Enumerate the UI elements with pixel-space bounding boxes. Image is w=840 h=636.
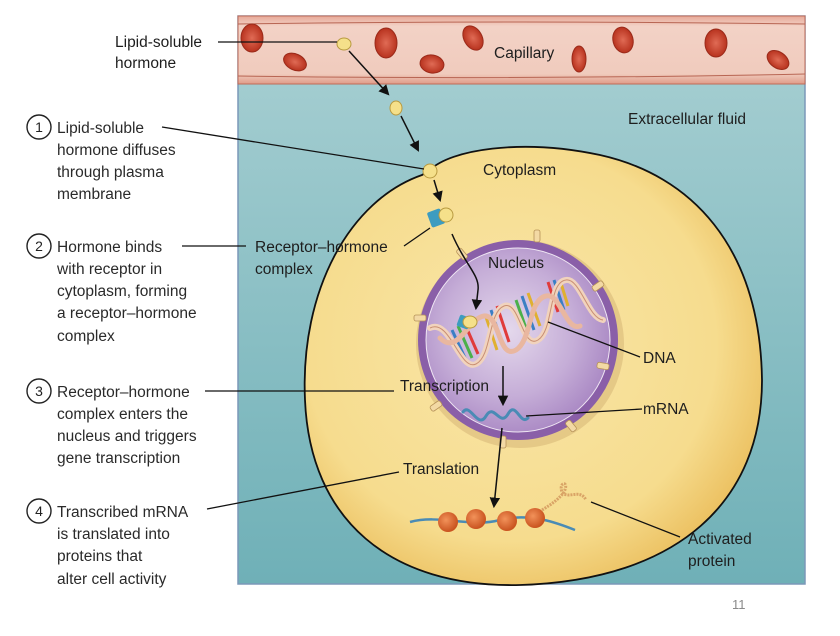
nuclear-pore: [429, 400, 443, 412]
leader-line: [525, 408, 643, 417]
label-translation: Translation: [403, 461, 479, 478]
svg-text:Hormone binds: Hormone binds: [57, 239, 162, 256]
svg-text:Receptor–hormone: Receptor–hormone: [255, 239, 388, 256]
step-number-badge: [26, 378, 52, 404]
dna-strand-edge: [429, 279, 604, 366]
svg-text:membrane: membrane: [57, 186, 131, 203]
label-dna: DNA: [547, 321, 676, 367]
leader-line: [590, 501, 681, 538]
svg-text:4: 4: [35, 503, 43, 519]
red-blood-cell: [462, 25, 484, 51]
svg-text:Translation: Translation: [403, 461, 479, 478]
ribosome: [466, 509, 486, 529]
nucleus: Nucleus: [413, 229, 624, 449]
nuclear-entry-arrow: [451, 233, 483, 311]
step-number-badge: [26, 114, 52, 140]
svg-text:through plasma: through plasma: [57, 164, 164, 181]
svg-text:nucleus and triggers: nucleus and triggers: [57, 428, 197, 445]
svg-text:alter cell activity: alter cell activity: [57, 571, 167, 588]
red-blood-cells: [240, 23, 790, 74]
dna-helix: [427, 277, 606, 368]
svg-text:Receptor–hormone: Receptor–hormone: [57, 384, 190, 401]
svg-text:a receptor–hormone: a receptor–hormone: [57, 305, 197, 322]
hormone-molecule: [389, 100, 403, 116]
leader-line: [403, 227, 431, 247]
base-pair: [456, 325, 474, 359]
svg-text:Lipid-soluble: Lipid-soluble: [57, 120, 144, 137]
hormone-pathway: [336, 37, 509, 509]
nuclear-pores: [413, 229, 610, 449]
label-activated-protein: Activated protein: [590, 501, 752, 570]
red-blood-cell: [766, 49, 790, 71]
label-receptor-hormone-complex: Receptor–hormone complex: [255, 227, 431, 278]
svg-text:Transcribed mRNA: Transcribed mRNA: [57, 504, 189, 521]
svg-text:proteins that: proteins that: [57, 548, 143, 565]
ribosome: [497, 511, 517, 531]
svg-text:is translated into: is translated into: [57, 526, 170, 543]
red-blood-cell: [240, 23, 264, 53]
svg-text:Activated: Activated: [688, 531, 752, 548]
svg-text:Lipid-soluble: Lipid-soluble: [115, 34, 202, 51]
svg-text:complex: complex: [57, 328, 115, 345]
translation-arrow: [489, 427, 503, 509]
leader-line: [547, 321, 641, 358]
red-blood-cell: [283, 52, 307, 72]
step-3: 3 Receptor–hormone complex enters the nu…: [26, 378, 394, 467]
diffusion-arrow: [348, 50, 390, 96]
hormone-molecule: [336, 37, 352, 51]
nuclear-pore: [596, 361, 610, 371]
svg-text:DNA: DNA: [643, 350, 676, 367]
bound-hormone: [462, 315, 478, 329]
nuclear-pore: [413, 314, 427, 322]
red-blood-cell: [419, 54, 445, 74]
label-lipid-soluble-hormone: Lipid-soluble hormone: [115, 34, 337, 72]
svg-text:protein: protein: [688, 553, 735, 570]
red-blood-cell: [612, 26, 634, 54]
step-number-badge: [26, 498, 52, 524]
leader-line: [161, 126, 425, 170]
protein-chain: [541, 482, 588, 512]
nuclear-pore: [533, 229, 541, 243]
label-mrna: mRNA: [525, 401, 689, 418]
nuclear-pore: [565, 419, 577, 433]
diffusion-arrow: [432, 179, 443, 203]
svg-text:cytoplasm, forming: cytoplasm, forming: [57, 283, 187, 300]
red-blood-cell: [571, 45, 587, 73]
nucleus-label: Nucleus: [488, 255, 544, 272]
step-2: 2 Hormone binds with receptor in cytopla…: [26, 233, 246, 345]
svg-text:2: 2: [35, 238, 43, 254]
svg-text:mRNA: mRNA: [643, 401, 689, 418]
hormone-in-membrane: [422, 163, 438, 179]
svg-text:with receptor in: with receptor in: [56, 261, 162, 278]
step-4: 4 Transcribed mRNA is translated into pr…: [26, 471, 400, 588]
nuclear-pore: [591, 280, 605, 292]
base-pair: [520, 295, 536, 331]
ribosome: [438, 512, 458, 532]
svg-text:3: 3: [35, 383, 43, 399]
svg-text:Transcription: Transcription: [400, 378, 489, 395]
svg-text:1: 1: [35, 119, 43, 135]
cytoplasm-label: Cytoplasm: [483, 162, 556, 179]
capillary: Capillary: [237, 15, 806, 85]
step-number-badge: [26, 233, 52, 259]
capillary-label: Capillary: [494, 45, 555, 62]
red-blood-cell: [374, 27, 398, 59]
diffusion-arrow: [400, 115, 419, 152]
svg-text:hormone: hormone: [115, 55, 176, 72]
translation-complex: [409, 482, 588, 532]
label-transcription: Transcription: [400, 378, 489, 395]
step-1: 1 Lipid-soluble hormone diffuses through…: [26, 114, 425, 203]
page-number: 11: [732, 597, 746, 612]
svg-text:gene transcription: gene transcription: [57, 450, 180, 467]
leader-line: [206, 471, 400, 510]
ribosome: [525, 508, 545, 528]
extracellular-fluid-label: Extracellular fluid: [628, 111, 746, 128]
red-blood-cell: [704, 28, 728, 58]
svg-text:complex: complex: [255, 261, 313, 278]
svg-text:complex enters the: complex enters the: [57, 406, 188, 423]
hormone-on-receptor: [438, 207, 454, 223]
svg-text:hormone diffuses: hormone diffuses: [57, 142, 176, 159]
mrna-strand: [461, 408, 530, 422]
